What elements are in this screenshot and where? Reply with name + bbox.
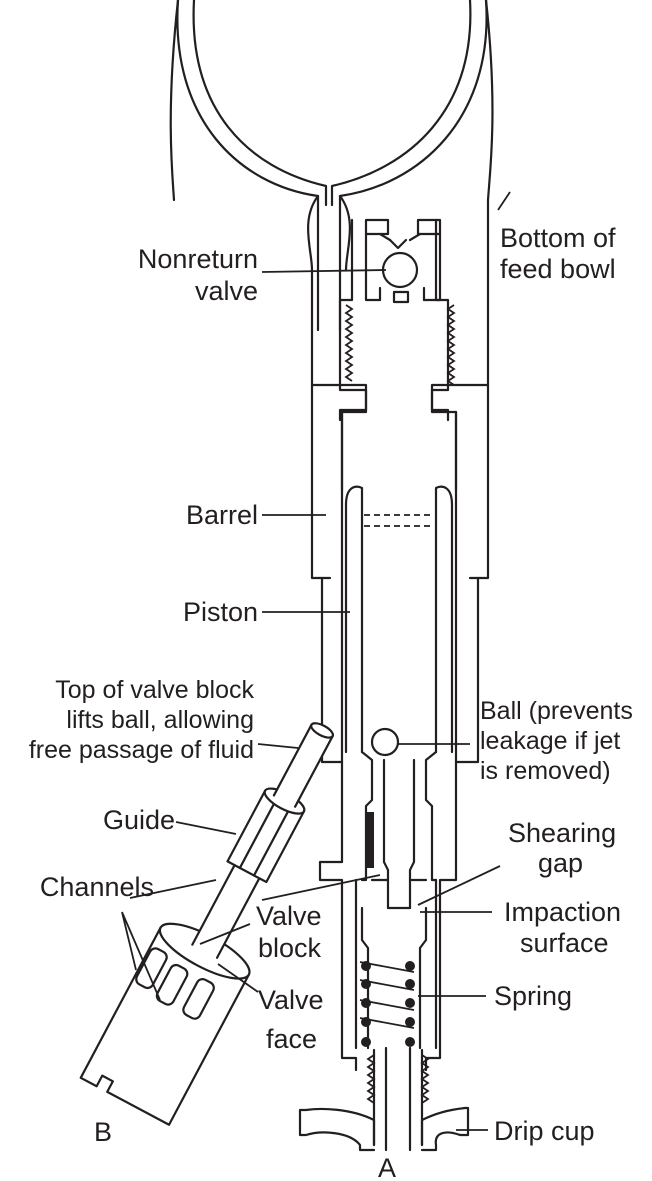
label-top-valve-line2: lifts ball, allowing: [66, 706, 254, 734]
label-shearing-line1: Shearing: [508, 818, 616, 848]
label-piston: Piston: [183, 597, 258, 627]
feed-bowl: [169, 0, 494, 387]
label-drip-cup: Drip cup: [494, 1116, 595, 1146]
spring: [359, 961, 415, 1047]
leader-valve-block-a: [261, 874, 381, 901]
label-valve-face-line2: face: [266, 1024, 317, 1054]
piston-ball: [370, 727, 400, 757]
label-channels: Channels: [40, 872, 154, 902]
panel-a-assembly: [169, 0, 494, 1152]
label-valve-block-line2: block: [258, 933, 322, 963]
label-top-valve-line3: free passage of fluid: [29, 736, 254, 764]
label-barrel: Barrel: [186, 500, 258, 530]
nonreturn-valve-body: [338, 218, 456, 422]
label-top-valve-line1: Top of valve block: [55, 676, 254, 704]
leader-valve-block-b: [199, 923, 251, 945]
nonreturn-ball: [381, 251, 419, 289]
label-shearing-line2: gap: [538, 848, 583, 878]
valve-block: [360, 750, 438, 910]
lower-thread: [366, 1046, 430, 1147]
panel-b-detail: [79, 722, 335, 1126]
label-bowl-line2: feed bowl: [500, 254, 616, 284]
leader-bowl: [497, 191, 511, 211]
label-guide: Guide: [103, 805, 175, 835]
label-panel-a: A: [378, 1153, 396, 1181]
label-impaction-line1: Impaction: [504, 897, 621, 927]
label-spring: Spring: [494, 981, 572, 1011]
label-ball-line2: leakage if jet: [480, 727, 620, 755]
label-nonreturn-line1: Nonreturn: [138, 244, 258, 274]
leader-shearing-gap: [417, 865, 501, 906]
leader-nonreturn: [261, 269, 387, 273]
leader-valve-face: [217, 963, 259, 993]
label-panel-b: B: [94, 1117, 112, 1147]
label-bowl-line1: Bottom of: [500, 223, 616, 253]
label-valve-block-line1: Valve: [256, 901, 322, 931]
labels: Nonreturn valve Bottom of feed bowl Barr…: [29, 223, 633, 1181]
label-ball-line3: is removed): [480, 757, 611, 785]
leader-lines: [121, 191, 511, 1131]
lower-housing: [318, 860, 458, 1072]
label-nonreturn-line2: valve: [195, 276, 258, 306]
drip-cup: [298, 1106, 470, 1152]
barrel-housing: [310, 383, 490, 864]
label-valve-face-line1: Valve: [258, 985, 324, 1015]
leader-guide: [175, 821, 237, 835]
piston: [344, 485, 454, 754]
leader-top-valve-block: [257, 743, 299, 749]
label-ball-line1: Ball (prevents: [480, 697, 633, 725]
leader-channels: [121, 879, 217, 1001]
label-impaction-line2: surface: [520, 928, 609, 958]
